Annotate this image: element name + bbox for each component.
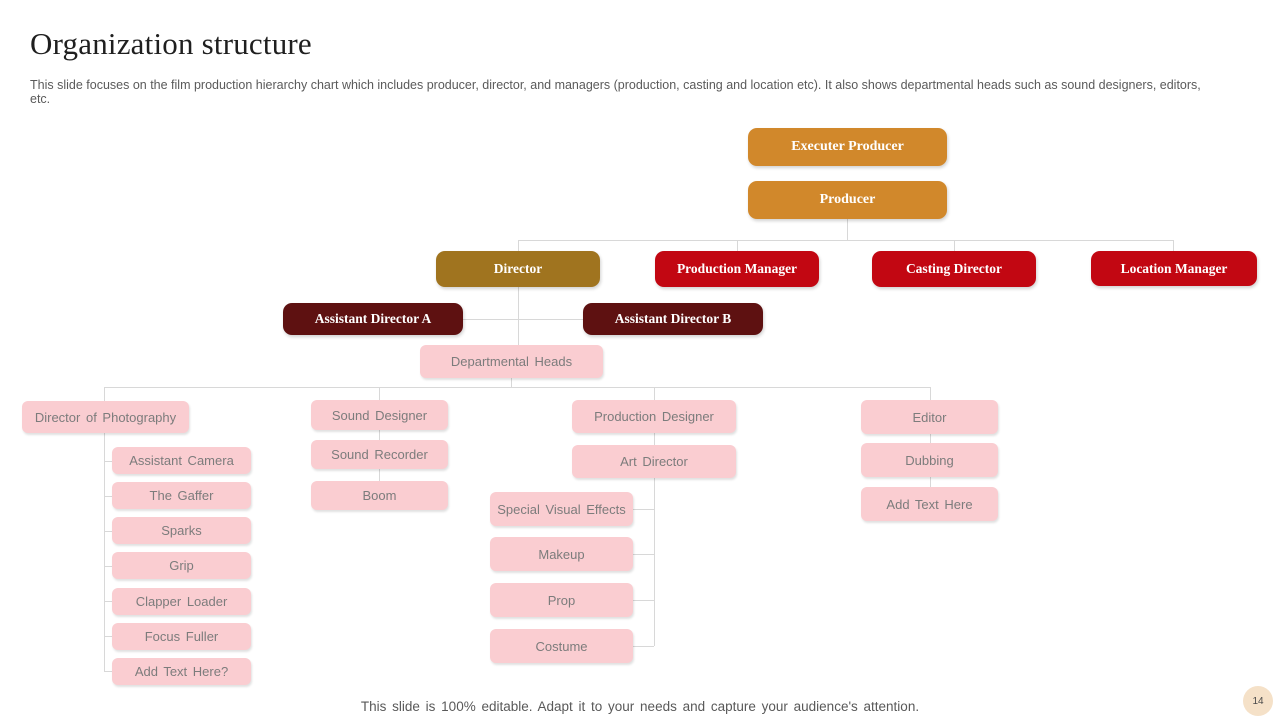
slide-description: This slide focuses on the film productio… — [30, 78, 1201, 106]
node-boom: Boom — [311, 481, 448, 510]
node-focus-fuller: Focus Fuller — [112, 623, 251, 650]
connector-line — [930, 387, 931, 400]
node-assistant-camera: Assistant Camera — [112, 447, 251, 474]
node-executer-producer: Executer Producer — [748, 128, 947, 166]
node-art-director: Art Director — [572, 445, 736, 478]
connector-line — [104, 671, 112, 672]
node-casting-director: Casting Director — [872, 251, 1036, 287]
connector-line — [633, 554, 654, 555]
editable-note: This slide is 100% editable. Adapt it to… — [360, 699, 920, 714]
connector-line — [633, 509, 654, 510]
node-grip: Grip — [112, 552, 251, 579]
connector-line — [104, 461, 112, 462]
connector-line — [104, 636, 112, 637]
node-director-of-photography: Director of Photography — [22, 401, 189, 433]
node-assistant-director-a: Assistant Director A — [283, 303, 463, 335]
node-costume: Costume — [490, 629, 633, 663]
connector-line — [930, 477, 931, 487]
connector-line — [379, 430, 380, 440]
connector-line — [104, 566, 112, 567]
connector-line — [1173, 240, 1174, 251]
node-clapper-loader: Clapper Loader — [112, 588, 251, 615]
connector-line — [847, 218, 848, 240]
connector-line — [104, 601, 112, 602]
node-sound-recorder: Sound Recorder — [311, 440, 448, 469]
connector-line — [633, 646, 654, 647]
connector-line — [104, 433, 105, 672]
connector-line — [104, 496, 112, 497]
node-makeup: Makeup — [490, 537, 633, 571]
page-number-badge: 14 — [1243, 686, 1273, 716]
connector-line — [104, 531, 112, 532]
node-dubbing: Dubbing — [861, 443, 998, 477]
connector-line — [654, 433, 655, 445]
node-add-text-here-placeholder: Add Text Here — [861, 487, 998, 521]
connector-line — [654, 387, 655, 400]
node-the-gaffer: The Gaffer — [112, 482, 251, 509]
connector-line — [104, 387, 105, 401]
node-special-visual-effects: Special Visual Effects — [490, 492, 633, 526]
connector-line — [518, 240, 519, 251]
connector-line — [518, 287, 519, 345]
node-producer: Producer — [748, 181, 947, 219]
node-prop: Prop — [490, 583, 633, 617]
node-director: Director — [436, 251, 600, 287]
node-editor: Editor — [861, 400, 998, 434]
connector-line — [654, 478, 655, 646]
connector-line — [379, 469, 380, 481]
node-add-text-here-placeholder: Add Text Here? — [112, 658, 251, 685]
connector-line — [379, 387, 380, 400]
node-assistant-director-b: Assistant Director B — [583, 303, 763, 335]
node-production-designer: Production Designer — [572, 400, 736, 433]
connector-line — [511, 378, 512, 387]
connector-line — [463, 319, 583, 320]
node-departmental-heads: Departmental Heads — [420, 345, 603, 378]
node-production-manager: Production Manager — [655, 251, 819, 287]
connector-line — [518, 240, 1173, 241]
connector-line — [633, 600, 654, 601]
connector-line — [930, 434, 931, 443]
connector-line — [954, 240, 955, 251]
node-sound-designer: Sound Designer — [311, 400, 448, 430]
connector-line — [104, 387, 930, 388]
node-location-manager: Location Manager — [1091, 251, 1257, 286]
page-title: Organization structure — [30, 26, 312, 61]
node-sparks: Sparks — [112, 517, 251, 544]
connector-line — [737, 240, 738, 251]
